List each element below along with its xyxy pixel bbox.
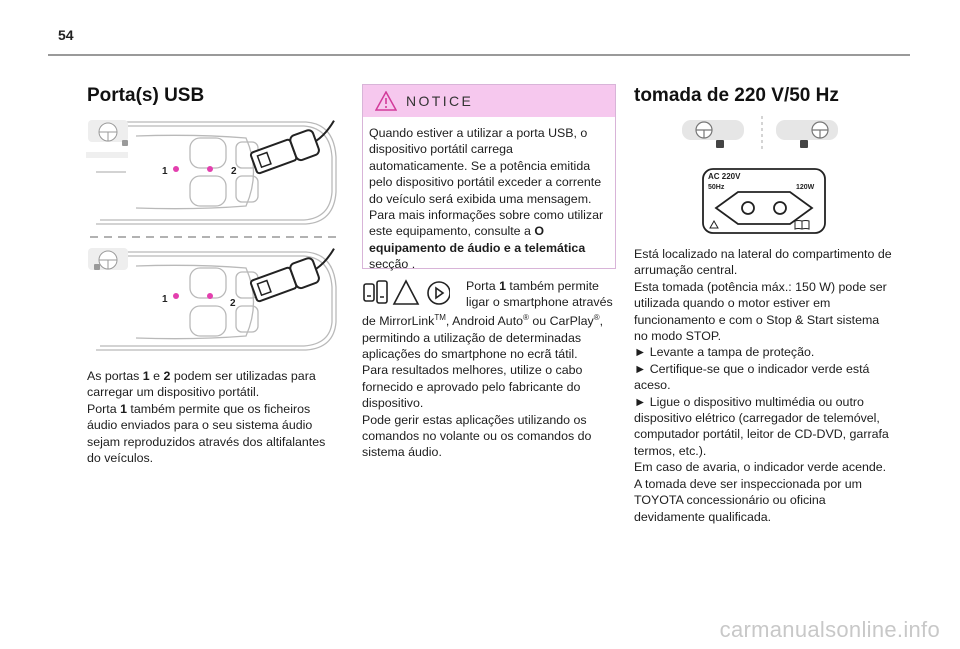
steering-wheel-icon xyxy=(88,120,128,142)
text-run: Pode gerir estas aplicações utilizando o… xyxy=(362,412,592,460)
text-run: As portas xyxy=(87,369,143,383)
lock-icon xyxy=(122,140,128,146)
text-run: A tomada deve ser inspeccionada por um T… xyxy=(634,476,862,524)
usb-port-2-label: 2 xyxy=(231,166,237,177)
text-run: Porta xyxy=(466,279,500,293)
notice-box: NOTICE Quando estiver a utilizar a porta… xyxy=(362,84,616,271)
socket-section-title: tomada de 220 V/50 Hz xyxy=(634,85,839,106)
car-top-view-1 xyxy=(96,121,337,225)
text-run: ligar o smartphone através xyxy=(466,295,613,310)
usb-plug-icon xyxy=(249,120,335,175)
usb-port-2-marker: 2 xyxy=(207,166,237,177)
socket-power-label: 120W xyxy=(796,184,815,191)
bold-text: 1 xyxy=(142,369,150,383)
steering-wheel-icon xyxy=(776,120,838,140)
smartphone-icons-row xyxy=(362,278,451,308)
usb-port-2-label: 2 xyxy=(230,298,236,309)
text-run: de MirrorLink xyxy=(362,314,435,329)
socket-outline xyxy=(714,191,814,225)
bold-text: O equipamento de áudio e a telemática xyxy=(369,224,586,255)
socket-description: Está localizado na lateral do compartime… xyxy=(634,246,892,525)
superscript-text: TM xyxy=(434,313,446,322)
text-run: Porta xyxy=(87,401,121,416)
text-run: ► Levante a tampa de proteção. xyxy=(634,345,815,360)
text-run: secção . xyxy=(369,257,416,272)
text-run: ou CarPlay xyxy=(528,314,594,329)
text-run: podem ser utilizadas para carregar um di… xyxy=(87,369,316,400)
bold-text: 1 xyxy=(499,279,506,293)
usb-description: As portas 1 e 2 podem ser utilizadas par… xyxy=(87,368,339,466)
lock-icon xyxy=(94,264,100,270)
text-run: ► Certifique-se que o indicador verde es… xyxy=(634,361,870,393)
carplay-icon xyxy=(427,281,451,305)
usb-port-2-marker: 2 xyxy=(207,293,236,309)
dashboard-shade xyxy=(86,152,128,158)
text-run: Para resultados melhores, utilize o cabo… xyxy=(362,363,583,411)
text-run: Quando estiver a utilizar a porta USB, o… xyxy=(369,126,602,206)
smartphone-lead-line: Porta 1 também permite xyxy=(466,278,616,294)
car-top-view-2 xyxy=(96,251,337,351)
socket-position-marker xyxy=(800,140,808,148)
smartphone-description: de MirrorLinkTM, Android Auto® ou CarPla… xyxy=(362,310,618,461)
steering-wheel-icon xyxy=(682,120,744,140)
bold-text: 2 xyxy=(163,369,171,383)
smartphone-lead-line: ligar o smartphone através xyxy=(466,294,616,310)
socket-hole-icon xyxy=(741,201,755,215)
text-run: Está localizado na lateral do compartime… xyxy=(634,247,892,278)
usb-section-title: Porta(s) USB xyxy=(87,85,205,106)
warning-triangle-icon xyxy=(375,91,397,111)
text-run: ► Ligue o dispositivo multimédia ou outr… xyxy=(634,394,889,458)
notice-text: Quando estiver a utilizar a porta USB, o… xyxy=(369,125,613,273)
usb-plug-icon xyxy=(249,248,335,303)
socket-frequency-label: 50Hz xyxy=(708,184,725,191)
smartphone-link-icon xyxy=(363,280,388,304)
notice-header: NOTICE xyxy=(363,85,615,117)
warning-triangle-icon xyxy=(392,279,420,305)
warning-triangle-icon xyxy=(709,219,719,229)
manual-book-icon xyxy=(794,220,810,230)
text-run: e xyxy=(149,369,164,383)
usb-port-1-marker: 1 xyxy=(162,166,179,177)
power-socket-illustration: AC 220V 50Hz 120W xyxy=(702,168,826,234)
superscript-text: ® xyxy=(593,313,600,322)
watermark: carmanualsonline.info xyxy=(719,617,940,642)
usb-port-1-label: 1 xyxy=(162,294,168,305)
header-divider xyxy=(48,54,910,56)
text-run: , permitindo a utilização de determinada… xyxy=(362,314,604,361)
bold-text: 1 xyxy=(120,401,127,416)
socket-position-marker xyxy=(716,140,724,148)
usb-port-1-label: 1 xyxy=(162,166,168,177)
text-run: Esta tomada (potência máx.: 150 W) pode … xyxy=(634,279,887,344)
smartphone-lead-text: Porta 1 também permite ligar o smartphon… xyxy=(466,278,616,311)
superscript-text: ® xyxy=(523,313,529,322)
notice-title: NOTICE xyxy=(406,93,474,109)
socket-location-diagram xyxy=(682,116,838,152)
page-number: 54 xyxy=(58,27,74,43)
socket-hole-icon xyxy=(773,201,787,215)
socket-voltage-label: AC 220V xyxy=(708,172,741,181)
text-run: Em caso de avaria, o indicador verde ace… xyxy=(634,460,887,475)
text-run: Para mais informações sobre como utiliza… xyxy=(369,208,604,239)
usb-location-diagram: 1 2 1 2 xyxy=(86,120,342,351)
usb-port-1-marker: 1 xyxy=(162,293,179,305)
text-run: também permite que os ficheiros áudio en… xyxy=(87,401,326,466)
text-run: , Android Auto xyxy=(445,314,524,329)
text-run: também permite xyxy=(505,279,599,293)
